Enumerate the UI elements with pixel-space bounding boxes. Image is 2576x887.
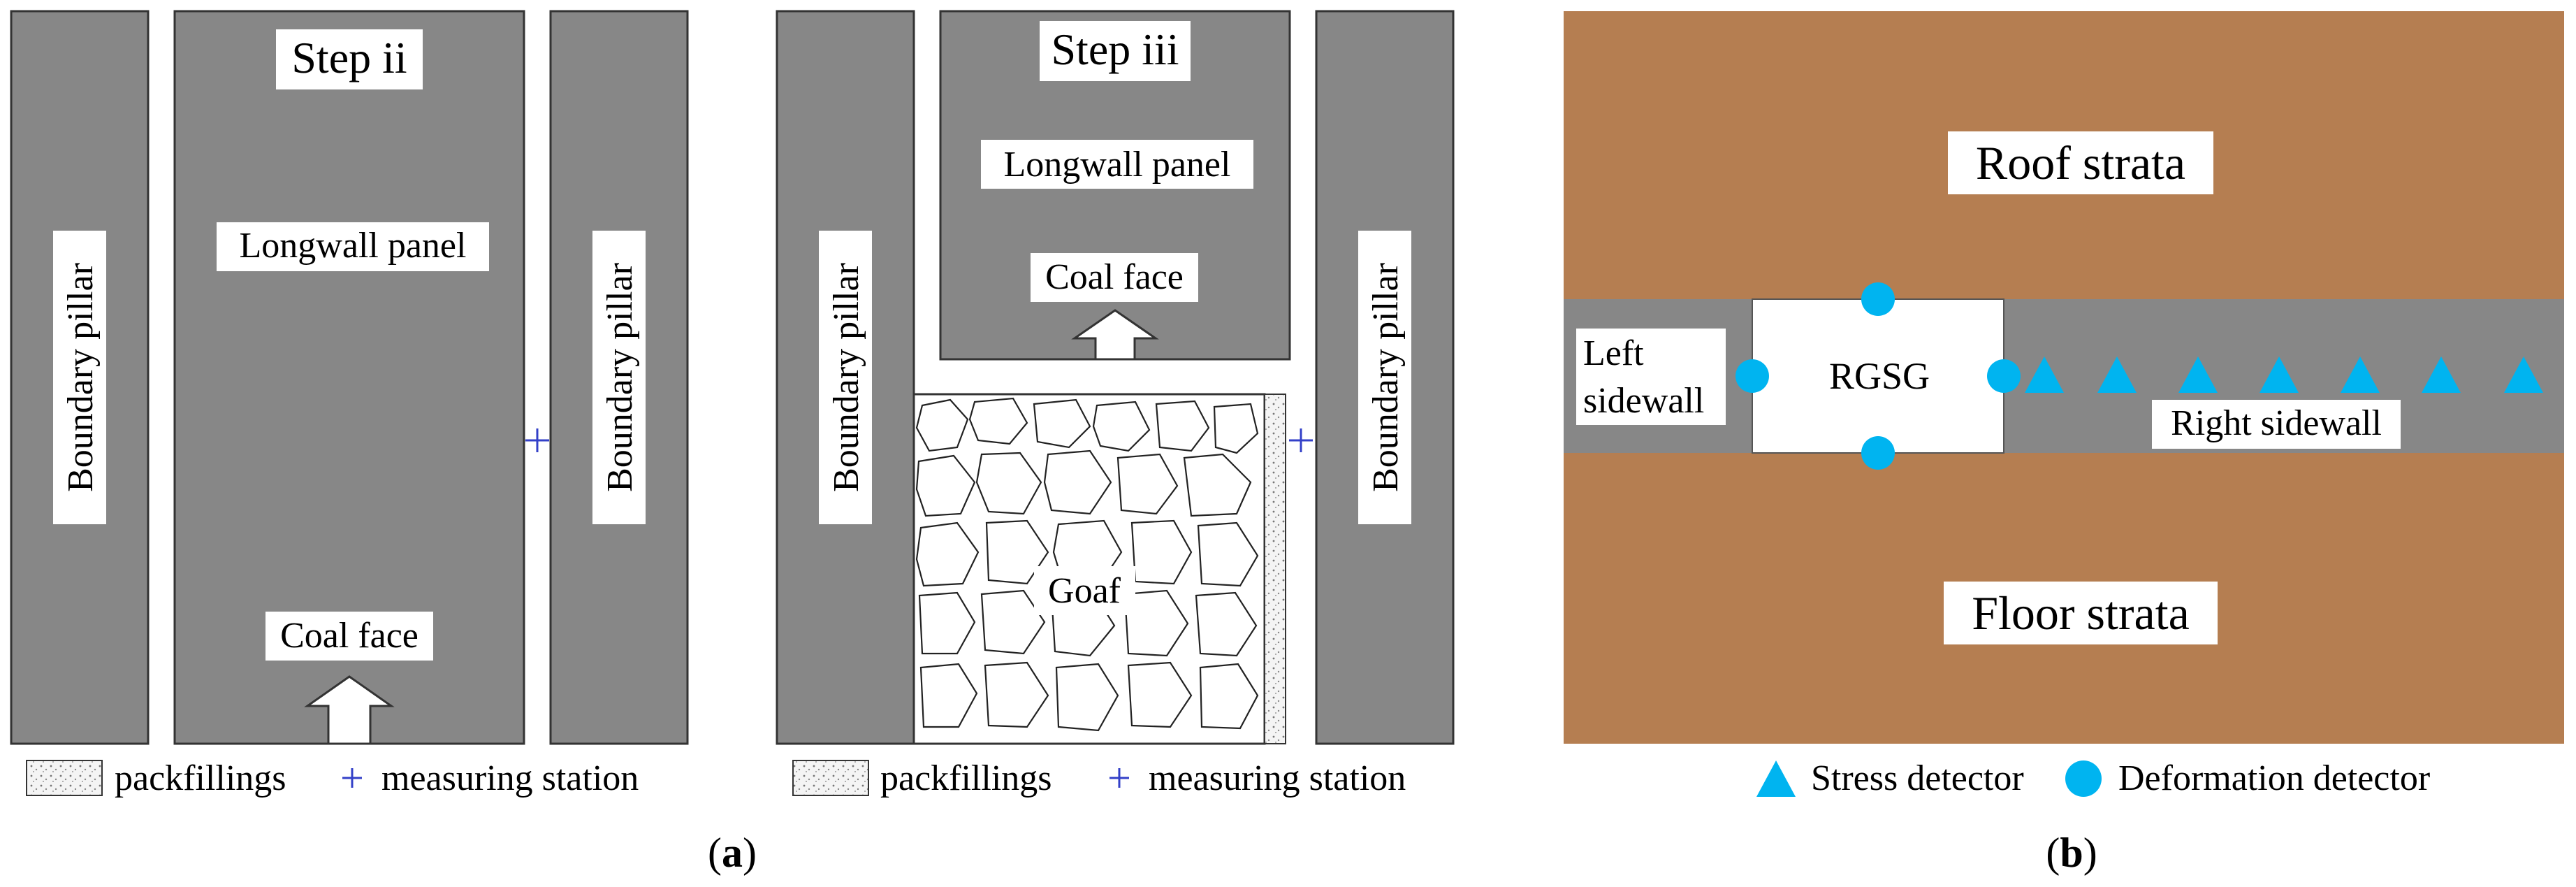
packfillings-label: packfillings [880, 758, 1052, 798]
stress-detector [2422, 356, 2461, 393]
left-pillar-label: Boundary pillar [827, 263, 866, 492]
caption-letter: b [2060, 830, 2083, 876]
step-title: Step ii [291, 33, 407, 82]
step-ii-diagram: Step ii Longwall panel Coal face Boundar… [10, 10, 689, 745]
goaf-label: Goaf [1048, 571, 1121, 611]
stress-detector-label: Stress detector [1811, 758, 2024, 798]
caption-a: (a) [708, 830, 757, 876]
svg-text:(b): (b) [2046, 830, 2097, 876]
step-iii-diagram: Goaf Step iii Longwall panel Coal face B… [776, 10, 1455, 745]
rgsg-label: RGSG [1829, 355, 1930, 397]
floor-strata-label: Floor strata [1972, 586, 2190, 640]
legend-step-iii: packfillings measuring station [792, 758, 1406, 798]
stress-detectors [2025, 356, 2543, 393]
deformation-detectors [1735, 282, 2021, 470]
legend-panel-b: Stress detector Deformation detector [1756, 758, 2430, 798]
left-sidewall-label: Left sidewall [1583, 333, 1704, 421]
caption-letter: a [722, 830, 743, 876]
advance-arrow [304, 675, 395, 745]
stress-detector [2025, 356, 2064, 393]
packfillings-label: packfillings [115, 758, 286, 798]
measuring-station-icon [342, 768, 362, 788]
deformation-detector-bottom [1861, 436, 1895, 470]
deformation-detector-label: Deformation detector [2118, 758, 2430, 798]
coal-face-label: Coal face [280, 616, 419, 656]
deformation-detector-top [1861, 282, 1895, 316]
svg-text:(a): (a) [708, 830, 757, 876]
measuring-station-marker [525, 428, 549, 452]
stress-detector [2178, 356, 2218, 393]
right-pillar-label: Boundary pillar [600, 263, 640, 492]
step-title: Step iii [1051, 24, 1179, 74]
goaf-rock-fragments [915, 397, 1259, 732]
stress-detector [2504, 356, 2543, 393]
advance-arrow [1071, 309, 1159, 361]
roof-strata-label: Roof strata [1976, 136, 2185, 189]
stress-detector [2097, 356, 2137, 393]
packfillings-swatch [26, 760, 103, 796]
packfillings-swatch [792, 760, 869, 796]
measuring-station-icon [1109, 768, 1129, 788]
caption-b: (b) [2046, 830, 2097, 876]
rgsg-block [1752, 298, 2004, 454]
deformation-detector-right [1987, 359, 2021, 393]
measuring-station-label: measuring station [1149, 758, 1406, 798]
deformation-detector-icon [2065, 760, 2102, 797]
legend-step-ii: packfillings measuring station [26, 758, 639, 798]
measuring-station-label: measuring station [381, 758, 639, 798]
left-pillar-label: Boundary pillar [61, 263, 101, 492]
stress-detector [2260, 356, 2299, 393]
longwall-panel-label: Longwall panel [1004, 145, 1231, 185]
measuring-station-marker [1289, 428, 1313, 452]
packfilling-strip [1264, 394, 1286, 744]
stress-detector-icon [1756, 760, 1796, 797]
longwall-panel-label: Longwall panel [240, 226, 467, 266]
panel-b-diagram: Roof strata Floor strata RGSG Left sidew… [1564, 11, 2564, 744]
coal-face-label: Coal face [1045, 257, 1184, 297]
stress-detector [2341, 356, 2380, 393]
deformation-detector-left [1735, 359, 1769, 393]
right-sidewall-label: Right sidewall [2171, 403, 2382, 443]
right-pillar-label: Boundary pillar [1366, 263, 1406, 492]
